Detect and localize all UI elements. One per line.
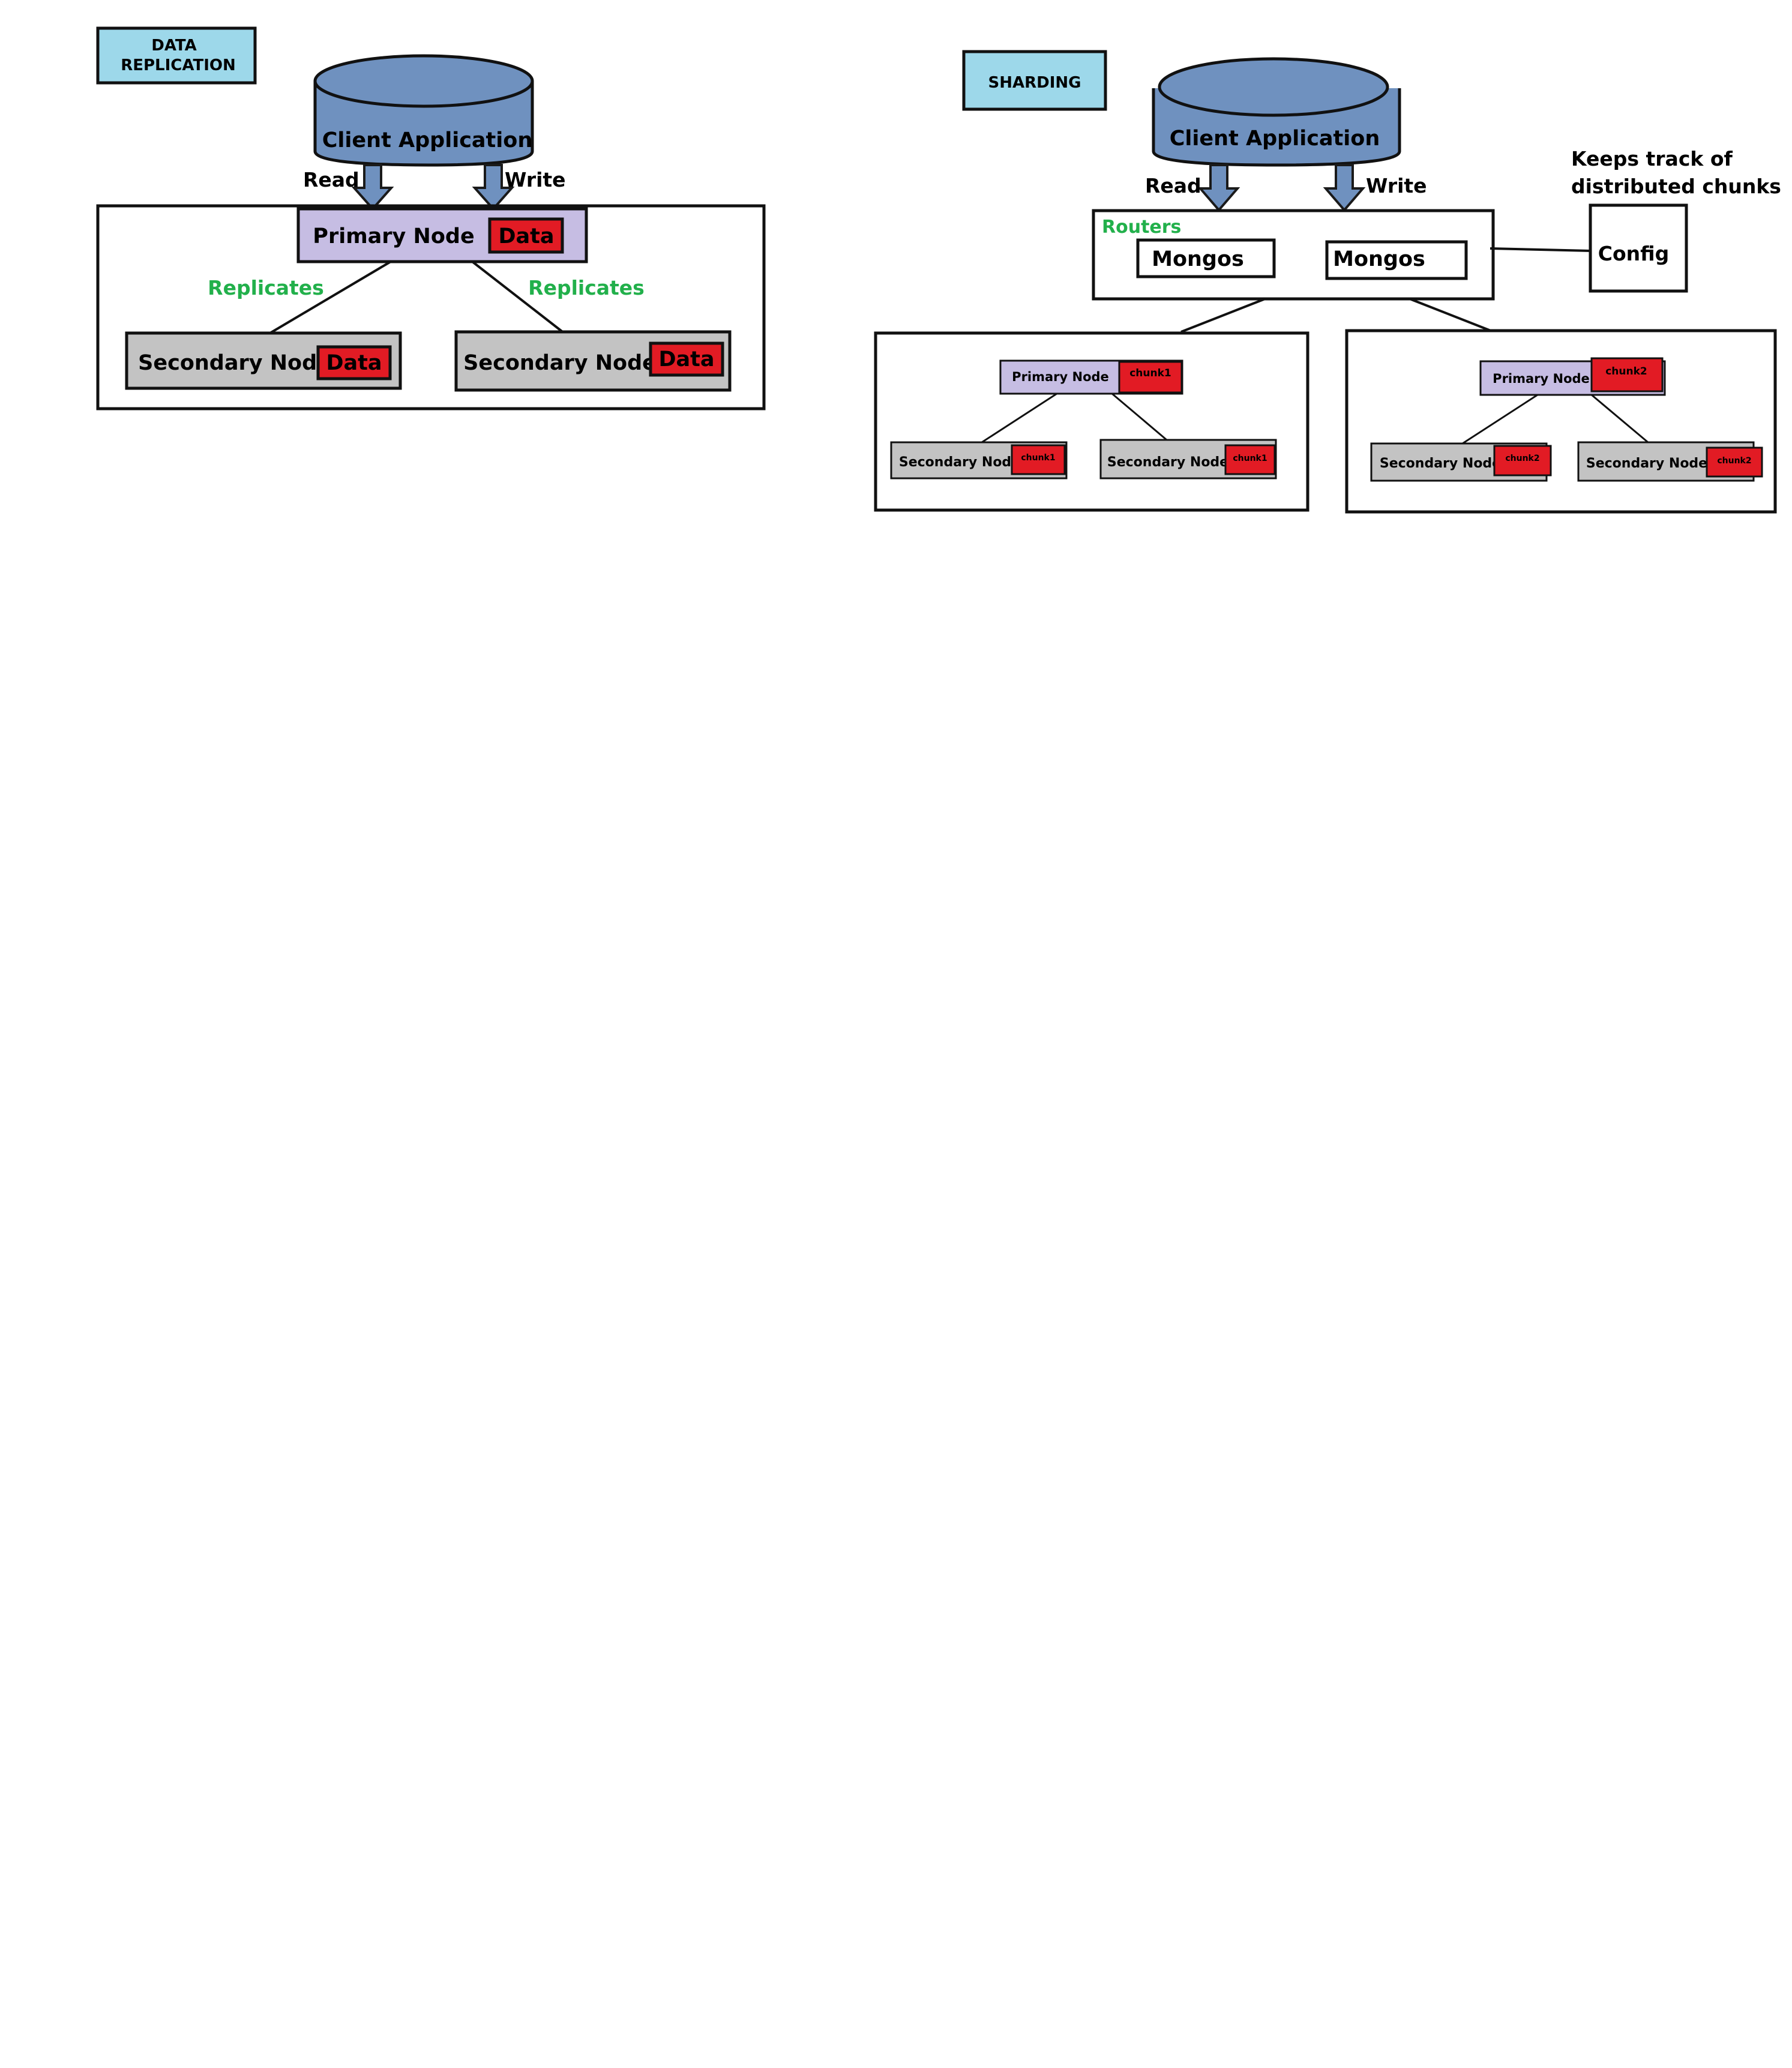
shard2-secondary-right-chunk-chip [1706, 446, 1763, 478]
replication-secondary-node-right: Secondary Node Data [454, 330, 732, 392]
shard2-secondary-left-chip-label: chunk2 [1505, 454, 1539, 463]
shard2-link-right [1591, 394, 1649, 443]
replicates-left-label: Replicates [208, 276, 324, 299]
sharding-write-arrow [1323, 164, 1366, 212]
replication-client-label: Client Application [322, 128, 533, 152]
shard2-secondary-left-label: Secondary Node [1380, 456, 1501, 471]
replication-title-line1: DATA [151, 37, 197, 55]
mongos-right-label: Mongos [1333, 247, 1425, 271]
routers-label: Routers [1102, 217, 1181, 238]
replication-secondary-left-chip-label: Data [326, 351, 382, 375]
replication-secondary-right-chip-label: Data [658, 347, 714, 371]
shard1-secondary-left-chunk-chip [1011, 444, 1066, 475]
shard2-primary-chunk-chip [1590, 357, 1664, 392]
replication-write-label: Write [505, 168, 566, 191]
routers-box: Routers Mongos Mongos [1092, 209, 1495, 301]
shard1-secondary-right-label: Secondary Node [1107, 455, 1228, 470]
shard1-secondary-right-chunk-chip [1224, 444, 1276, 475]
router-to-shard1-link [1180, 298, 1266, 333]
mongos-right-box [1325, 240, 1468, 280]
sharding-client-label: Client Application [1170, 127, 1380, 151]
replication-section: DATA REPLICATION Client Application Read… [96, 26, 766, 410]
shard2-primary-label: Primary Node [1493, 371, 1590, 386]
shard2-secondary-right-label: Secondary Node [1586, 456, 1707, 471]
replication-title-badge: DATA REPLICATION [96, 26, 257, 85]
replication-secondary-right-label: Secondary Node [463, 351, 657, 375]
shard1-secondary-left-chip-label: chunk1 [1021, 453, 1055, 463]
shard2-primary-chip-label: chunk2 [1605, 365, 1647, 377]
shard1-secondary-left-label: Secondary Node [899, 455, 1020, 470]
replication-write-arrow [472, 164, 515, 211]
shard1-link-left [981, 392, 1057, 443]
config-note-line2: distributed chunks [1571, 175, 1781, 198]
replication-primary-node: Primary Node Data [296, 207, 588, 263]
sharding-title-label: SHARDING [988, 74, 1081, 92]
sharding-title-badge: SHARDING [962, 50, 1107, 111]
shard1-container: Primary Node chunk1 Secondary Node chunk… [874, 331, 1309, 512]
shard1-link-right [1111, 392, 1167, 441]
replication-primary-label: Primary Node [313, 224, 474, 248]
replication-secondary-right-data-chip [649, 341, 724, 377]
replication-link-right [471, 260, 565, 334]
shard2-container: Primary Node chunk2 Secondary Node chunk… [1345, 329, 1777, 514]
config-link [1490, 247, 1591, 252]
config-box: Config [1589, 203, 1688, 293]
replicates-right-label: Replicates [528, 276, 645, 299]
replication-primary-data-chip [488, 217, 564, 254]
replica-set-container [96, 204, 766, 410]
config-label: Config [1598, 242, 1669, 265]
replication-read-label: Read [303, 168, 359, 191]
sharding-write-label: Write [1366, 174, 1427, 197]
replication-title-line2: REPLICATION [121, 56, 236, 74]
replication-read-arrow [351, 164, 394, 211]
sharding-section: SHARDING Client Application Read Write R… [874, 50, 1781, 514]
shard2-secondary-right-chip-label: chunk2 [1717, 456, 1751, 466]
replication-link-left [269, 260, 392, 334]
replication-secondary-node-left: Secondary Node Data [125, 331, 402, 390]
replication-secondary-left-data-chip [316, 345, 392, 380]
replication-primary-chip-label: Data [498, 224, 554, 248]
shard1-primary-label: Primary Node [1012, 370, 1109, 384]
sharding-client-cylinder: Client Application [1152, 57, 1401, 167]
router-to-shard2-link [1409, 298, 1494, 333]
shard1-primary-chunk-chip [1118, 361, 1183, 394]
shard2-link-left [1462, 394, 1538, 445]
shard1-primary-chip-label: chunk1 [1129, 367, 1171, 379]
shard1-secondary-right-chip-label: chunk1 [1233, 454, 1267, 463]
mongos-left-label: Mongos [1152, 247, 1244, 271]
config-note-line1: Keeps track of [1571, 147, 1733, 170]
replication-secondary-left-label: Secondary Node [138, 351, 331, 375]
sharding-read-arrow [1197, 164, 1240, 212]
mongos-left-box [1136, 238, 1276, 278]
replication-client-cylinder: Client Application [313, 54, 534, 167]
shard2-secondary-left-chunk-chip [1493, 445, 1552, 476]
sharding-read-label: Read [1145, 174, 1201, 197]
